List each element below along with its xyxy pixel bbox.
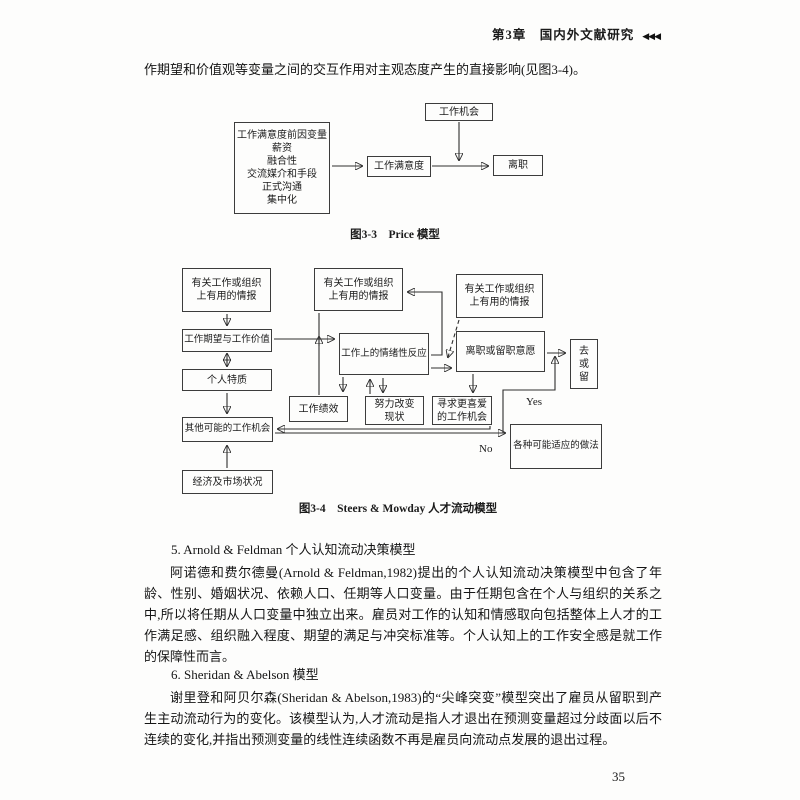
header-triangles-icon: ◀◀◀	[642, 31, 661, 41]
fig2-caption: 图3-4 Steers & Mowday 人才流动模型	[298, 503, 498, 515]
fig2-box-info-left: 有关工作或组织 上有用的情报	[182, 268, 271, 312]
chapter-title: 第3章 国内外文献研究	[491, 28, 635, 42]
fig2-box-leave-or-stay: 去 或 留	[570, 339, 598, 389]
section5-paragraph: 阿诺德和费尔德曼(Arnold & Feldman,1982)提出的个人认知流动…	[144, 565, 662, 664]
fig2-box-performance: 工作绩效	[289, 396, 348, 422]
fig2-box-emotion: 工作上的情绪性反应	[339, 333, 429, 375]
fig2-box-economy: 经济及市场状况	[182, 470, 273, 494]
fig2-box-info-mid: 有关工作或组织 上有用的情报	[314, 268, 403, 311]
fig2-box-expectations: 工作期望与工作价值	[182, 329, 272, 352]
section6-heading: 6. Sheridan & Abelson 模型	[171, 667, 319, 682]
fig1-box-job-opportunity: 工作机会	[425, 103, 493, 121]
fig2-box-traits: 个人特质	[182, 369, 272, 391]
fig1-box-antecedents: 工作满意度前因变量 薪资 融合性 交流媒介和手段 正式沟通 集中化	[234, 122, 330, 214]
intro-line: 作期望和价值观等变量之间的交互作用对主观态度产生的直接影响(见图3-4)。	[144, 62, 586, 77]
fig2-box-intent: 离职或留职意愿	[456, 331, 545, 372]
fig2-box-practices: 各种可能适应的做法	[510, 424, 602, 469]
fig2-label-yes: Yes	[526, 396, 543, 408]
fig1-box-turnover: 离职	[493, 155, 543, 176]
fig1-caption: 图3-3 Price 模型	[350, 229, 440, 241]
fig2-box-search: 寻求更喜爱 的工作机会	[432, 396, 492, 425]
page-header: 第3章 国内外文献研究 ◀◀◀	[491, 24, 661, 43]
section5-heading: 5. Arnold & Feldman 个人认知流动决策模型	[171, 542, 416, 557]
fig2-box-info-right: 有关工作或组织 上有用的情报	[456, 274, 543, 318]
section6-paragraph: 谢里登和阿贝尔森(Sheridan & Abelson,1983)的“尖峰突变”…	[144, 690, 662, 747]
fig2-box-other-jobs: 其他可能的工作机会	[182, 417, 273, 442]
page-number: 35	[612, 769, 625, 784]
fig2-label-no: No	[479, 443, 493, 455]
fig2-box-change-effort: 努力改变 现状	[365, 396, 424, 425]
fig1-box-job-satisfaction: 工作满意度	[367, 156, 431, 177]
